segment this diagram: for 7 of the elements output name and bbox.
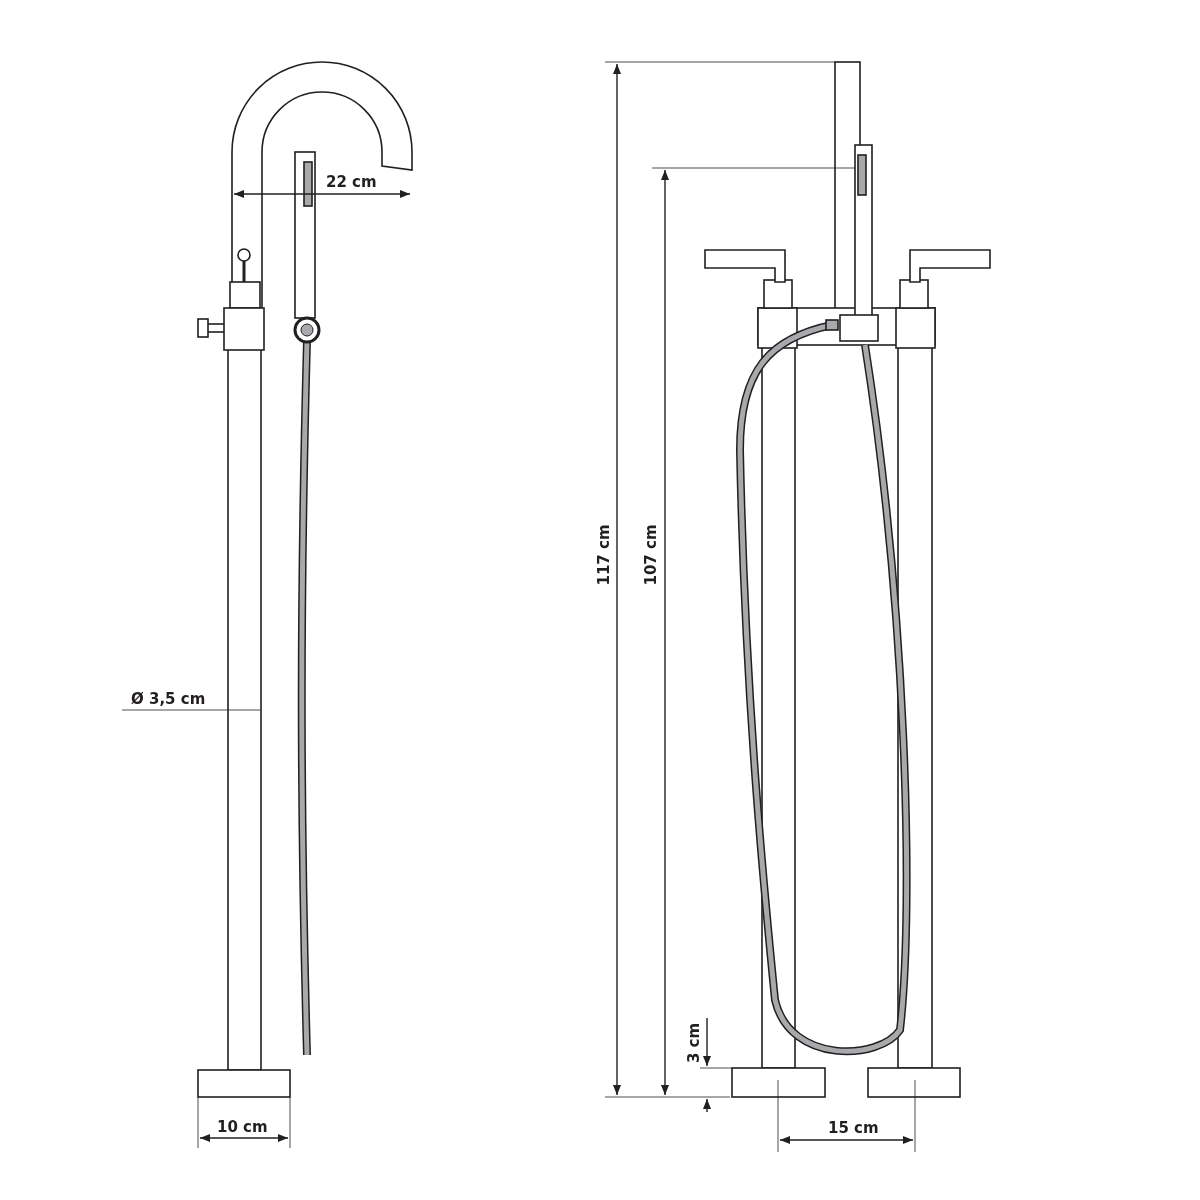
dimension-label: 10 cm bbox=[217, 1118, 268, 1136]
dimension-label: 3 cm bbox=[685, 1022, 703, 1064]
dimension-label: 107 cm bbox=[642, 524, 660, 586]
dimension-label: 117 cm bbox=[595, 524, 613, 586]
dimension-label: 15 cm bbox=[828, 1119, 879, 1137]
dimension-label: 22 cm bbox=[326, 173, 377, 191]
dimension-label: Ø 3,5 cm bbox=[131, 690, 206, 708]
